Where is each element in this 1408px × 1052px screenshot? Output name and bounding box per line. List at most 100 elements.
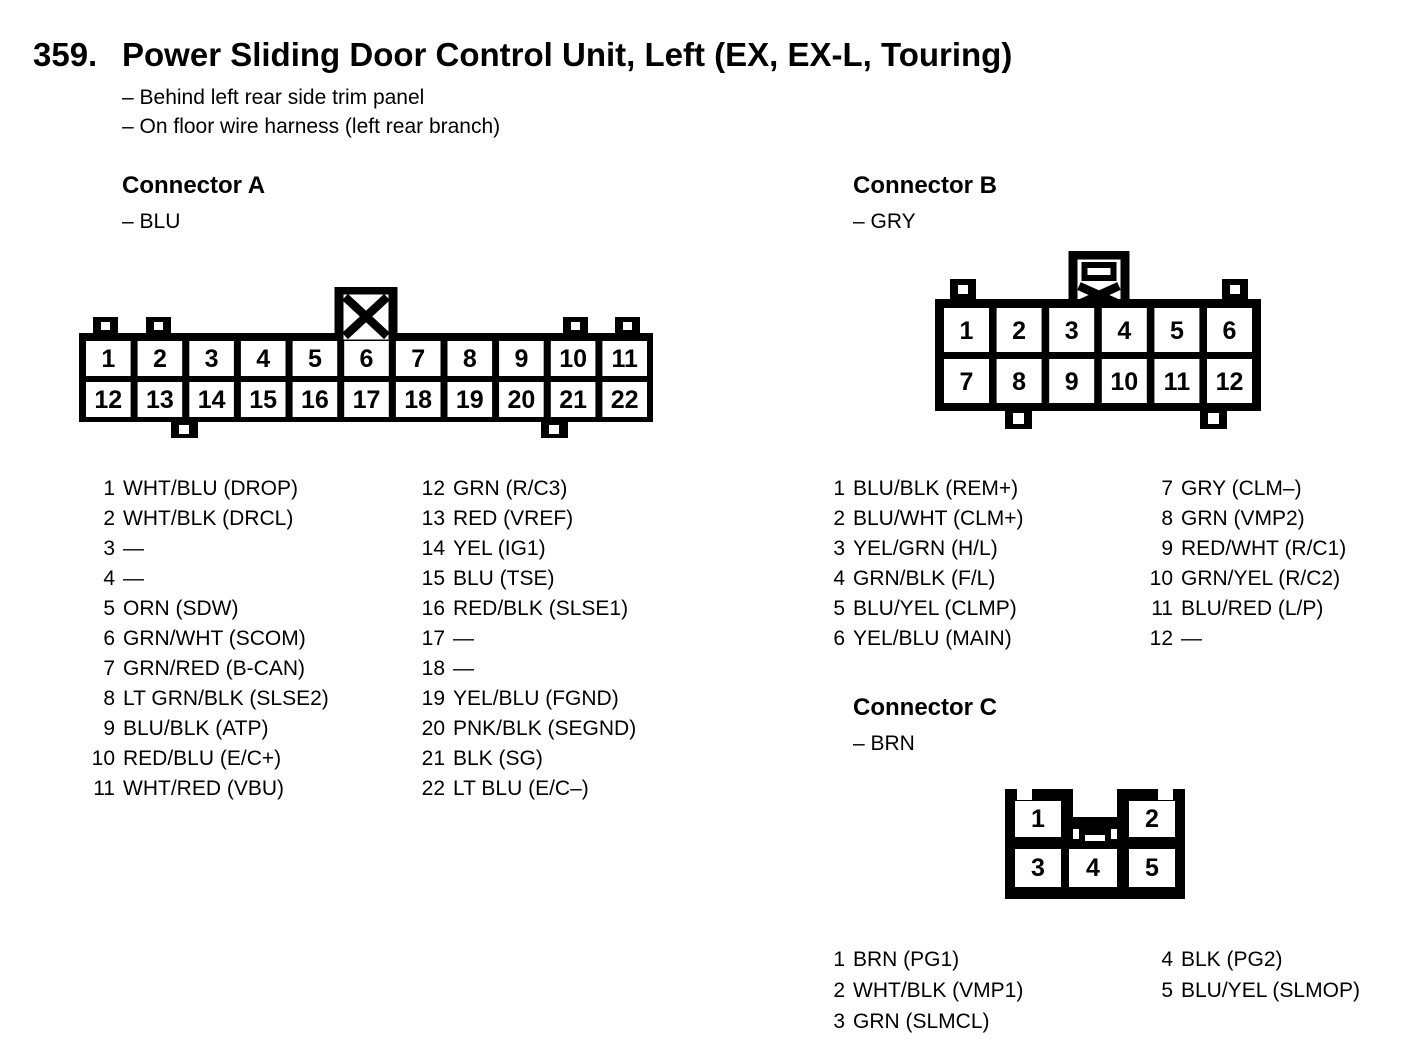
pin-cell xyxy=(944,359,989,403)
pin-number: 2 xyxy=(103,507,115,530)
corner-notch-icon xyxy=(1158,789,1173,800)
pin-cell-number: 3 xyxy=(1065,317,1079,345)
pin-label: YEL/BLU (FGND) xyxy=(453,687,619,710)
pin-label: BLU/WHT (CLM+) xyxy=(853,507,1024,530)
pin-number: 10 xyxy=(1149,567,1173,590)
pin-number: 4 xyxy=(1161,948,1173,971)
pin-cell xyxy=(1154,308,1200,352)
pin-row: 4 BLK (PG2) xyxy=(1146,944,1360,975)
pin-cell xyxy=(602,382,647,417)
pin-cell xyxy=(1015,849,1061,887)
pin-label: WHT/BLK (DRCL) xyxy=(123,507,294,530)
pin-label: WHT/RED (VBU) xyxy=(123,777,284,800)
pin-number: 5 xyxy=(833,597,845,620)
pin-cell xyxy=(292,341,338,376)
pin-label: YEL (IG1) xyxy=(453,537,546,560)
pin-cell xyxy=(395,382,441,417)
pin-number: 3 xyxy=(833,537,845,560)
pin-label: YEL/GRN (H/L) xyxy=(853,537,998,560)
pin-label: — xyxy=(453,657,474,680)
pin-label: RED/BLU (E/C+) xyxy=(123,747,282,770)
pin-cell xyxy=(86,382,131,417)
pin-number: 14 xyxy=(421,537,445,560)
pin-label: GRN/WHT (SCOM) xyxy=(123,627,306,650)
pin-cell-number: 6 xyxy=(360,345,374,373)
pin-cell xyxy=(447,382,493,417)
pin-cell-number: 10 xyxy=(559,345,587,373)
pin-label: BRN (PG1) xyxy=(853,948,960,971)
pin-cell-number: 4 xyxy=(1117,317,1131,345)
pin-number: 19 xyxy=(421,687,445,710)
pin-cell xyxy=(1101,308,1147,352)
pin-label: ORN (SDW) xyxy=(123,597,239,620)
pin-label: YEL/BLU (MAIN) xyxy=(853,627,1012,650)
pin-cell xyxy=(602,341,647,376)
pin-cell xyxy=(996,308,1042,352)
pin-label: RED/BLK (SLSE1) xyxy=(453,597,629,620)
pin-number: 20 xyxy=(421,717,445,740)
pin-row: 12— xyxy=(1146,624,1346,654)
pin-cell-number: 5 xyxy=(1145,854,1159,882)
pin-cell xyxy=(1129,849,1175,887)
pin-label: RED (VREF) xyxy=(453,507,574,530)
pin-number: 4 xyxy=(103,567,115,590)
tab-hole-icon xyxy=(958,285,968,294)
connector-c-heading: Connector C xyxy=(853,694,997,721)
pin-label: BLU/YEL (CLMP) xyxy=(853,597,1017,620)
pin-label: LT BLU (E/C–) xyxy=(453,777,589,800)
pin-number: 1 xyxy=(833,477,845,500)
pin-number: 5 xyxy=(1161,979,1173,1002)
pin-label: BLU/RED (L/P) xyxy=(1181,597,1324,620)
tab-hole-icon xyxy=(1013,413,1024,424)
pin-number: 12 xyxy=(1149,627,1173,650)
pin-cell-number: 1 xyxy=(1031,805,1045,833)
latch-icon xyxy=(334,287,398,349)
pin-cell-number: 7 xyxy=(960,368,974,396)
tab-hole-icon xyxy=(1208,413,1219,424)
pin-cell-number: 2 xyxy=(153,345,167,373)
pin-label: BLU (TSE) xyxy=(453,567,555,590)
pin-row: 4— xyxy=(88,564,329,594)
pin-number: 13 xyxy=(421,507,445,530)
pin-cell xyxy=(240,341,286,376)
pin-label: WHT/BLU (DROP) xyxy=(123,477,298,500)
pin-cell-number: 21 xyxy=(559,386,587,414)
corner-notch-icon xyxy=(1017,789,1032,800)
pin-row: 3— xyxy=(88,534,329,564)
connector-a-cells: 1 2 3 4 5 6 7 8 9 10 11 12 13 14 15 16 1… xyxy=(86,341,647,417)
tab-hole-icon xyxy=(1230,285,1240,294)
pin-label: RED/WHT (R/C1) xyxy=(1181,537,1347,560)
pin-cell-number: 11 xyxy=(1164,368,1191,396)
tab-hole-icon xyxy=(571,322,580,330)
pin-cell xyxy=(499,341,544,376)
pin-cell xyxy=(996,359,1042,403)
pin-number: 8 xyxy=(103,687,115,710)
tab-hole-icon xyxy=(101,322,110,330)
pin-row: 2 WHT/BLK (DRCL) xyxy=(88,504,329,534)
pin-cell xyxy=(550,341,596,376)
pin-cell-number: 1 xyxy=(101,345,115,373)
connector-b-body xyxy=(935,299,1261,411)
pin-cell-number: 5 xyxy=(308,345,322,373)
pin-number: 15 xyxy=(421,567,445,590)
pin-label: BLK (PG2) xyxy=(1181,948,1283,971)
pin-cell-number: 19 xyxy=(456,386,484,414)
pin-cell xyxy=(86,341,131,376)
pin-cell xyxy=(344,341,389,376)
latch-icon xyxy=(1068,251,1130,310)
